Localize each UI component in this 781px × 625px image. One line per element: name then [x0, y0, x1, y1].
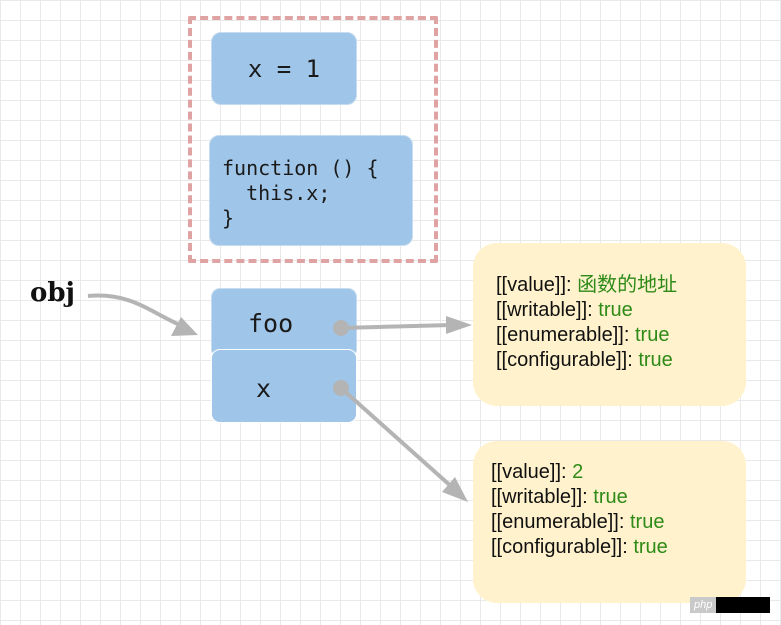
attr-key: [[writable]]: — [496, 299, 593, 321]
attr-key: [[value]]: — [496, 274, 572, 296]
attr-value: true — [638, 349, 673, 371]
watermark: php — [690, 597, 770, 613]
attr-value: 函数的地址 — [577, 274, 678, 296]
foo-to-descriptor-arrow — [340, 323, 453, 330]
function-code-box: function () { this.x; } — [209, 135, 413, 246]
x-writable-row: [[writable]]: true — [491, 485, 746, 510]
foo-enumerable-row: [[enumerable]]: true — [496, 323, 746, 348]
attr-value: true — [634, 324, 670, 346]
obj-label: obj — [30, 278, 75, 308]
attr-key: [[value]]: — [491, 461, 567, 483]
x-configurable-row: [[configurable]]: true — [491, 535, 746, 560]
x-to-descriptor-arrow — [339, 386, 455, 490]
x-descriptor-box: [[value]]: 2 [[writable]]: true [[enumer… — [473, 441, 746, 603]
watermark-text: php — [690, 597, 717, 613]
x-connector-dot — [333, 380, 349, 396]
watermark-bar — [716, 597, 770, 613]
foo-writable-row: [[writable]]: true — [496, 298, 746, 323]
obj-arrowhead — [171, 317, 198, 336]
x-equals-1-box: x = 1 — [211, 32, 357, 105]
x-arrowhead — [442, 477, 468, 502]
x-property-box: x — [211, 349, 357, 423]
attr-value: true — [593, 486, 628, 508]
attr-value: true — [598, 299, 633, 321]
attr-key: [[writable]]: — [491, 486, 588, 508]
x-property-label: x — [256, 374, 272, 403]
attr-key: [[configurable]]: — [491, 536, 628, 558]
attr-key: [[enumerable]]: — [491, 511, 625, 533]
obj-to-foo-arrow — [87, 293, 183, 328]
foo-property-box: foo — [211, 288, 357, 358]
attr-value: true — [633, 536, 668, 558]
foo-connector-dot — [333, 320, 349, 336]
x-equals-1-text: x = 1 — [247, 54, 321, 83]
attr-value: 2 — [572, 461, 584, 483]
function-object-region — [188, 16, 438, 263]
x-enumerable-row: [[enumerable]]: true — [491, 510, 746, 535]
attr-value: true — [629, 511, 665, 533]
x-value-row: [[value]]: 2 — [491, 460, 746, 485]
foo-configurable-row: [[configurable]]: true — [496, 348, 746, 373]
attr-key: [[enumerable]]: — [496, 324, 630, 346]
attr-key: [[configurable]]: — [496, 349, 633, 371]
foo-arrowhead — [446, 316, 472, 334]
foo-descriptor-box: [[value]]: 函数的地址 [[writable]]: true [[en… — [473, 243, 746, 406]
foo-property-label: foo — [248, 309, 294, 338]
foo-value-row: [[value]]: 函数的地址 — [496, 273, 746, 298]
